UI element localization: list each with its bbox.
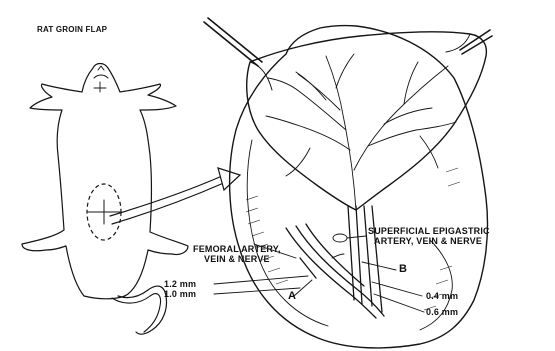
size-label-1-2mm: 1.2 mm: [164, 279, 196, 289]
figure-title: RAT GROIN FLAP: [37, 25, 107, 35]
label-epigastric-line1: SUPERFICIAL EPIGASTRIC: [368, 226, 490, 236]
marker-b: B: [399, 264, 407, 274]
label-femoral-line1: FEMORAL ARTERY,: [193, 244, 281, 254]
flap-crosshair: [88, 200, 120, 224]
magnify-arrow: [110, 168, 240, 224]
marker-a: A: [288, 291, 296, 301]
raised-skin-flap: [247, 32, 487, 210]
size-label-1-0mm: 1.0 mm: [164, 289, 196, 299]
size-label-0-4mm: 0.4 mm: [426, 291, 458, 301]
size-label-0-6mm: 0.6 mm: [426, 307, 458, 317]
label-epigastric-line2: ARTERY, VEIN & NERVE: [374, 236, 482, 246]
label-femoral-line2: VEIN & NERVE: [204, 254, 270, 264]
